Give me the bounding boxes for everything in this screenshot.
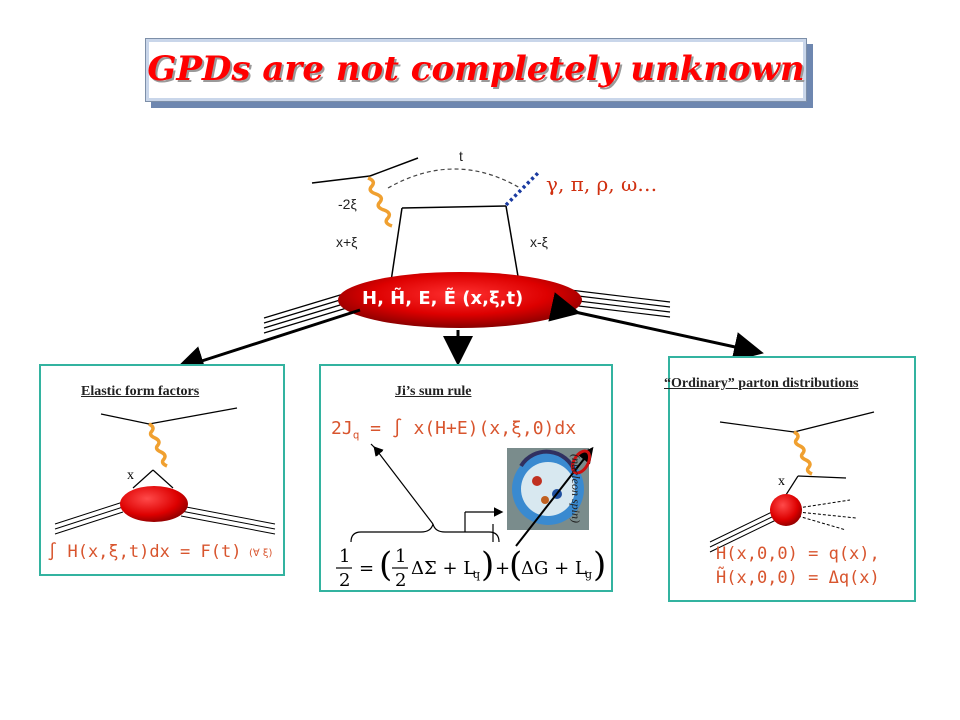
for-all-xi: (∀ ξ) [249,548,273,559]
arrow-to-parton-distributions [548,292,764,362]
x-minus-xi-label: x-ξ [530,234,548,250]
form-factor-diagram [54,407,276,535]
svg-text:q: q [473,568,480,581]
svg-text:): ) [481,545,494,585]
panel-ji-sum-rule: Ji’s sum rule 2Jq = ∫ x(H+E)(x,ξ,0)dx 1 … [319,364,613,592]
svg-text:2: 2 [339,570,350,590]
svg-text:): ) [593,545,606,585]
incoming-proton [263,291,351,334]
polarized-pdf-formula: H̃(x,0,0) = Δq(x) [716,568,880,588]
x-plus-xi-label: x+ξ [336,234,358,250]
meson-list: γ, π, ρ, ω… [546,172,658,196]
svg-text:+: + [495,558,510,579]
momentum-transfer-arrow [387,168,521,189]
svg-text:2: 2 [395,570,406,590]
ji-formula: 2Jq = ∫ x(H+E)(x,ξ,0)dx [331,418,577,442]
spin-decomposition: 1 2 = ( 1 2 ΔΣ + L q ) + ( ΔG + L g ) [336,443,606,590]
panel-elastic-form-factors: Elastic form factors x ∫ H(x,ξ,t)dx = F(… [39,364,285,576]
svg-text:g: g [585,568,592,581]
gpd-blob [338,272,582,328]
gpd-label: H, H̃, E, Ẽ (x,ξ,t) [362,288,524,309]
quark-right-line [505,205,521,289]
svg-text:=: = [359,558,374,579]
nucleon-spin-label: (nucleon spin) [569,454,583,523]
panel-heading: Ji’s sum rule [395,384,472,399]
svg-text:(: ( [379,545,392,585]
quark-left-line [389,207,403,289]
parton-diagram [709,411,875,553]
svg-text:(: ( [509,545,522,585]
panel-parton-distributions: “Ordinary” parton distributions x H(x,0,… [664,356,916,602]
svg-text:ΔG + L: ΔG + L [521,558,587,579]
t-label: t [459,148,463,164]
virtual-photon [367,176,393,228]
svg-text:ΔΣ + L: ΔΣ + L [411,558,475,579]
form-factor-formula: ∫ H(x,ξ,t)dx = F(t) [47,542,242,562]
page-title: GPDs are not completely unknown [147,49,805,89]
unpolarized-pdf-formula: H(x,0,0) = q(x), [716,544,880,564]
arrow-to-form-factors [174,308,361,375]
panel-heading: “Ordinary” parton distributions [664,376,859,391]
x-label: x [127,468,134,483]
svg-text:1: 1 [395,546,406,567]
title-box: GPDs are not completely unknown [145,38,807,102]
svg-text:1: 1 [339,546,350,567]
incoming-lepton [311,157,419,184]
quark-top-line [401,205,507,209]
minus-2xi-label: -2ξ [338,196,357,212]
x-label: x [778,474,785,489]
outgoing-meson [504,171,540,207]
panel-heading: Elastic form factors [81,384,200,399]
